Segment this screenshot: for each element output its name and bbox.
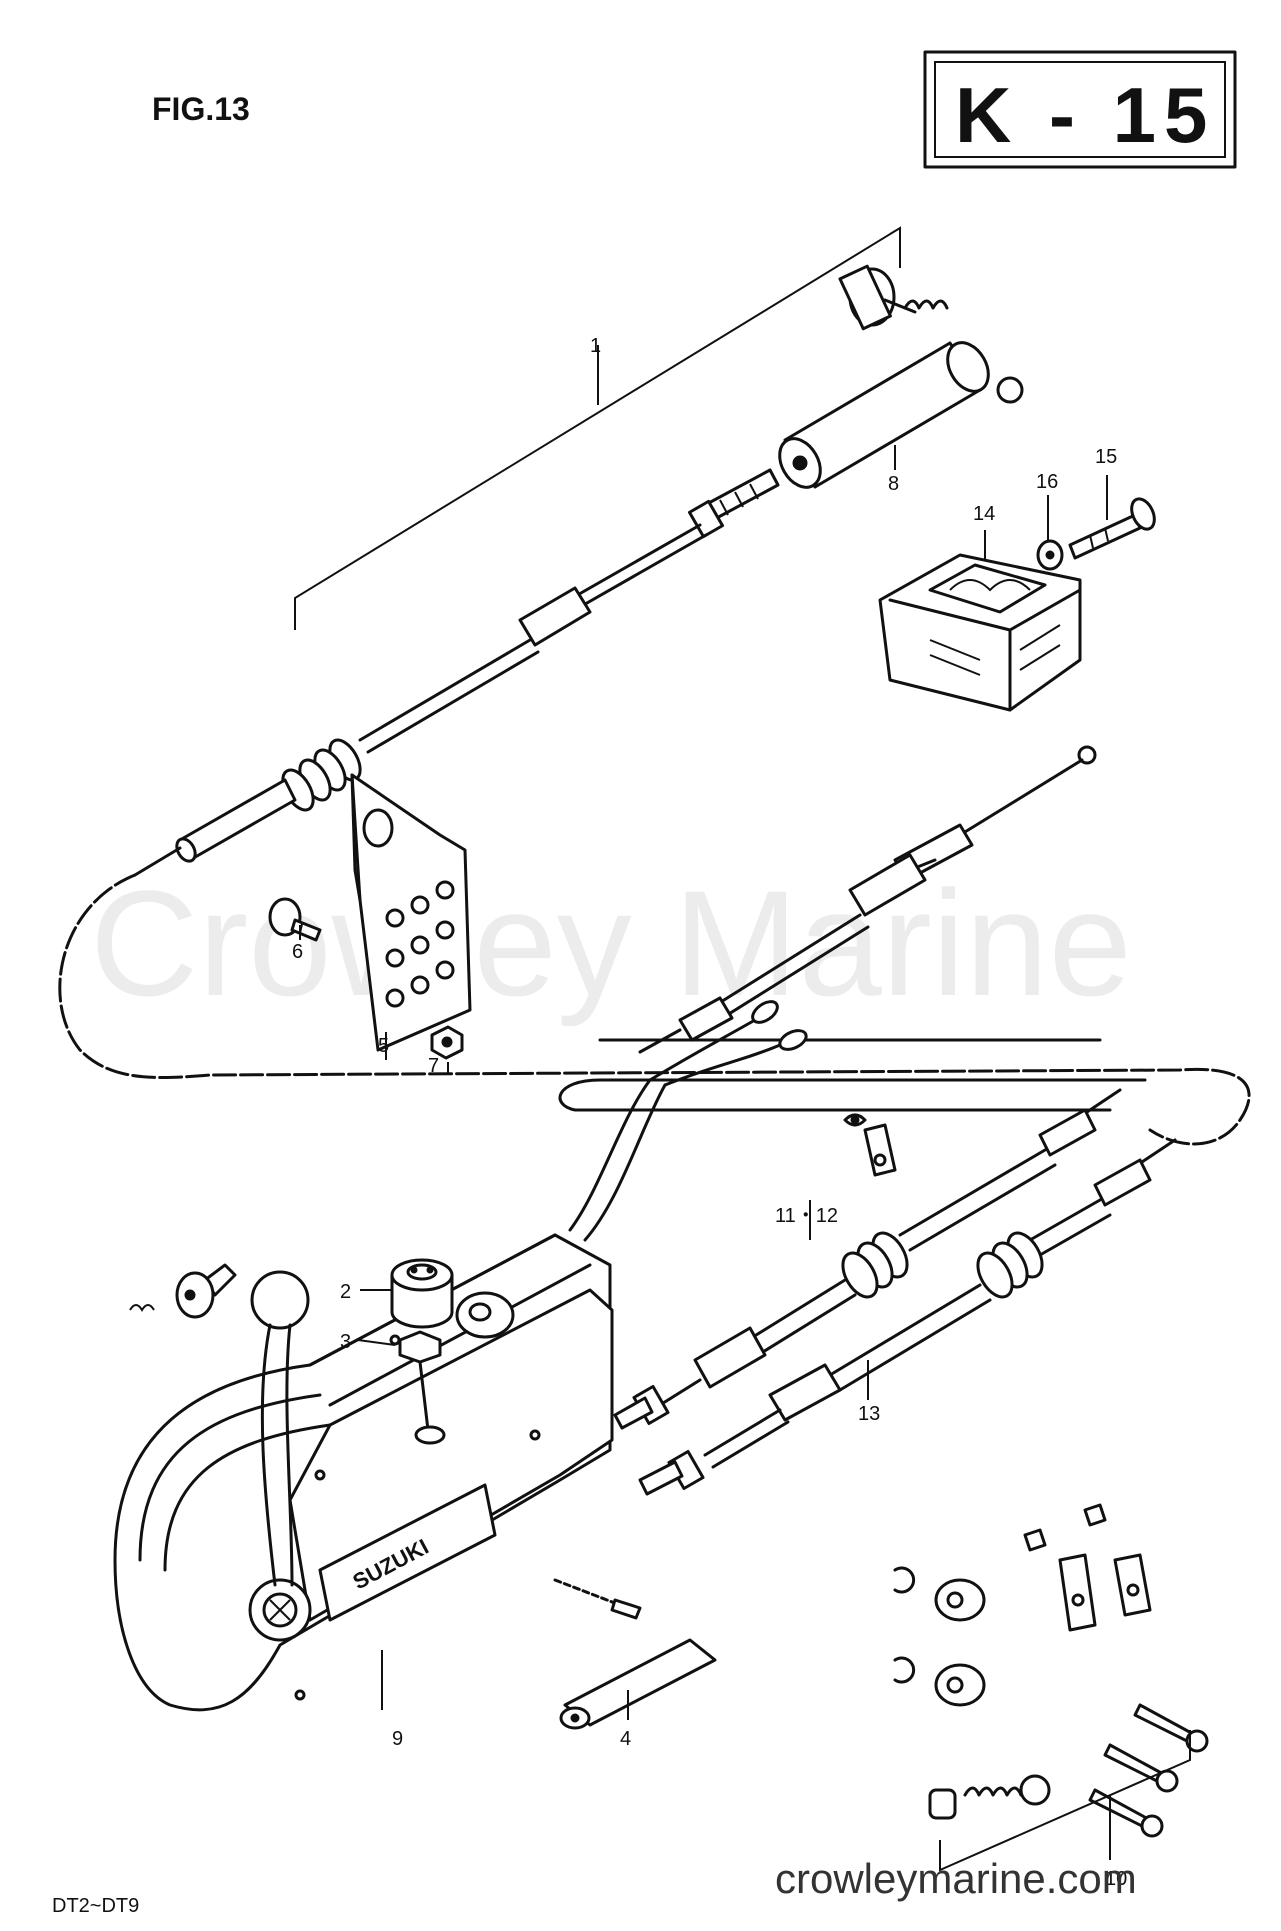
callout-14: 14 [973,503,995,525]
callout-4: 4 [620,1728,631,1750]
callout-11-12: 11・12 [775,1205,838,1227]
callout-3: 3 [340,1331,351,1353]
hex-nut [430,1025,464,1060]
callout-6: 6 [292,941,303,963]
cable-loop [58,873,1251,1146]
bolt [1068,497,1156,560]
control-cable-lower [638,1138,1177,1496]
callout-8: 8 [888,473,899,495]
remote-control-box: SUZUKI [113,1233,614,1712]
callout-5: 5 [378,1035,389,1057]
washer [1036,539,1064,571]
section-code: K - 15 [955,71,1215,159]
callout-10: 10 [1105,1868,1127,1890]
callout-1: 1 [590,335,601,357]
hardware-kit [893,1503,1209,1872]
callout-labels: 1 2 3 4 5 6 7 8 9 10 11・12 13 14 15 16 [292,335,1127,1890]
callout-13: 13 [858,1403,880,1425]
callout-15: 15 [1095,446,1117,468]
callout-9: 9 [392,1728,403,1750]
figure-title: FIG.13 [152,91,250,127]
wire-harness [568,1000,808,1242]
shift-cable-upper [638,745,1097,1054]
switch-nut [398,1330,446,1445]
callout-2: 2 [340,1281,351,1303]
callout-16: 16 [1036,471,1058,493]
mounting-bracket [350,773,472,1052]
callout-7: 7 [428,1055,439,1077]
watermark: Crowley Marine [90,859,1132,1027]
model-range: DT2~DT9 [52,1895,139,1917]
screw [268,897,322,942]
control-cable-upper [613,1088,1122,1430]
throttle-cable [133,226,901,877]
website: crowleymarine.com [775,1855,1137,1902]
control-lever [129,1263,310,1587]
section-code-box: K - 15 [923,50,1237,169]
cable-cover [878,553,1082,712]
cable-clip [843,1113,897,1177]
neutral-switch [390,1258,454,1329]
leader-lines [299,475,1108,1720]
lever-arm [553,1578,717,1730]
pin-link [778,264,1024,489]
